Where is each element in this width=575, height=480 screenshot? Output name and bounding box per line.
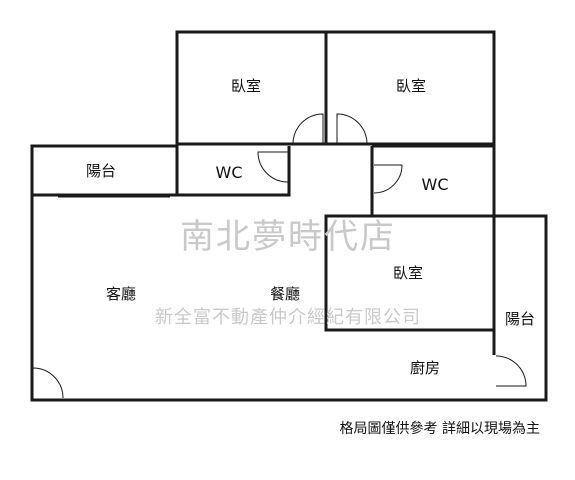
door-wc-right	[373, 164, 403, 194]
room-label-balcony-left: 陽台	[86, 162, 116, 180]
bedroom-top-right-walls	[324, 30, 496, 146]
room-label-wc-left: WC	[216, 163, 243, 182]
footer-disclaimer: 格局圖僅供參考 詳細以現場為主	[340, 421, 540, 437]
room-label-bedroom-top-left: 臥室	[231, 77, 261, 95]
wc-right-walls	[372, 144, 496, 216]
wc-left-walls	[175, 146, 291, 197]
room-label-balcony-right: 陽台	[505, 310, 535, 328]
door-balcony-right	[495, 355, 527, 387]
door-bedroom-top-left	[292, 113, 324, 145]
room-label-living-room: 客廳	[106, 285, 136, 303]
watermark-store-name: 南北夢時代店	[180, 217, 396, 257]
walls	[30, 30, 548, 402]
room-label-kitchen: 廚房	[410, 359, 440, 377]
doors	[32, 113, 527, 399]
room-label-bedroom-center: 臥室	[393, 264, 423, 282]
room-label-dining-room: 餐廳	[270, 285, 300, 303]
door-entrance	[32, 367, 64, 399]
room-label-wc-right: WC	[422, 175, 449, 194]
living-area-outer-walls	[30, 195, 548, 402]
watermark-company-name: 新全富不動產仲介經紀有限公司	[155, 307, 421, 328]
door-bedroom-top-right	[336, 113, 368, 145]
room-label-bedroom-top-right: 臥室	[396, 77, 426, 95]
door-wc-left	[257, 151, 289, 183]
